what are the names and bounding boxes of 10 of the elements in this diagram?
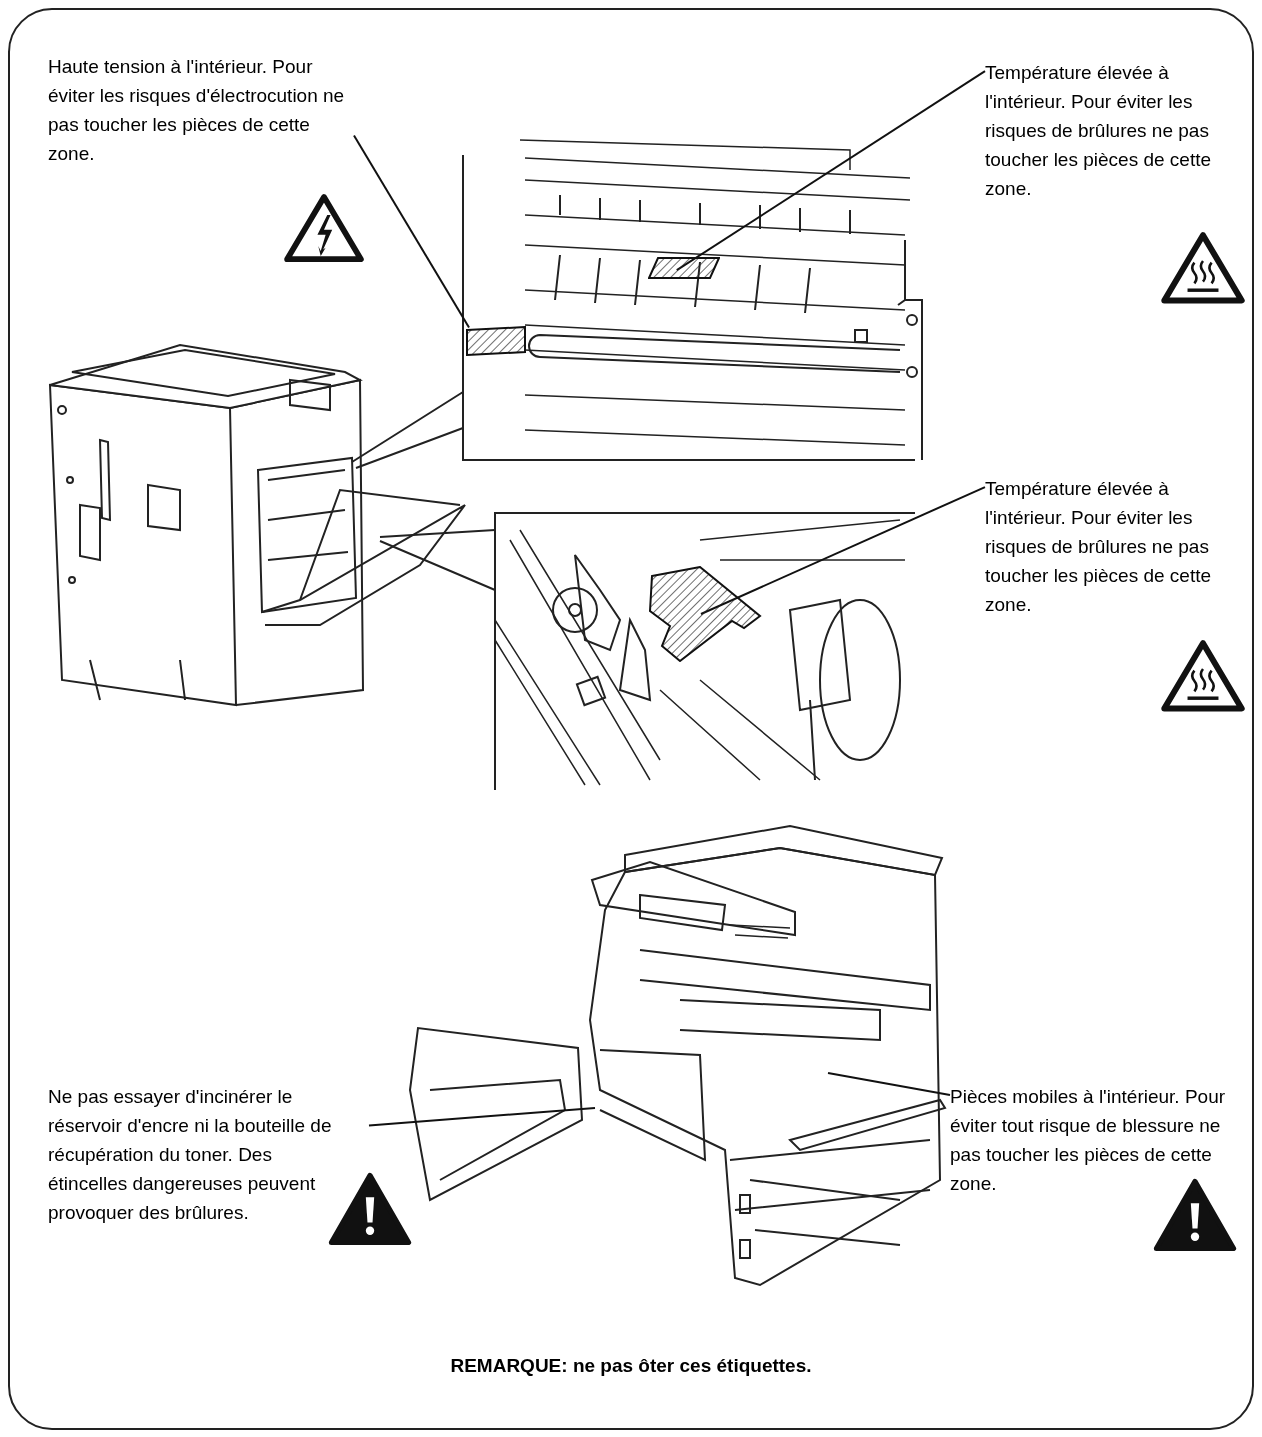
warning-label-text: Température élevée à l'intérieur. Pour éviter les risques de brûlures ne pas toucher les pièces de cette zone. [985, 61, 1213, 201]
hatched-label-area [648, 257, 720, 279]
warning-label-text: Pièces mobiles à l'intérieur. Pour éviter tout risque de blessure ne pas toucher les pièces de cette zone. [950, 1085, 1227, 1196]
note-text: REMARQUE: ne pas ôter ces étiquettes. [449, 1354, 813, 1378]
leader-line [368, 1107, 596, 1127]
leader-line [353, 134, 470, 329]
warning-label-text: Ne pas essayer d'incinérer le réservoir d'encre ni la bouteille de récupération du toner. Des étincelles dangereuses peuvent provoquer des brûlures. [48, 1085, 333, 1225]
warning-label-text: Haute tension à l'intérieur. Pour éviter les risques d'électrocution ne pas toucher les pièces de cette zone. [48, 55, 346, 166]
warning-label-text: Température élevée à l'intérieur. Pour éviter les risques de brûlures ne pas toucher les pièces de cette zone. [985, 477, 1213, 617]
hatched-label-area [466, 326, 526, 356]
